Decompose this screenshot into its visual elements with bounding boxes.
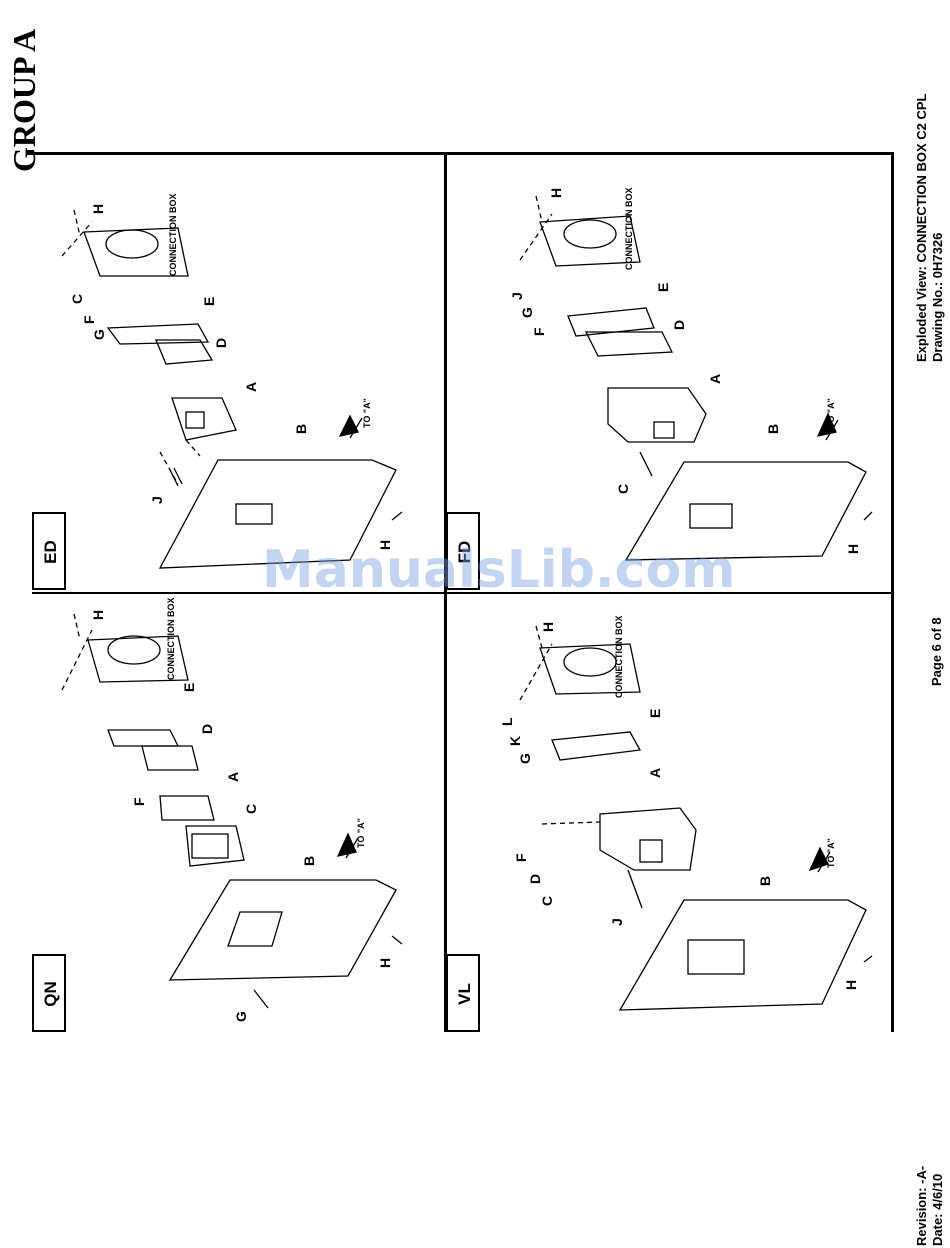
qn-exploded-view	[61, 613, 403, 1009]
watermark: ManualsLib.com	[262, 540, 736, 600]
qn-breaker-a	[159, 795, 215, 821]
qn-cover-c	[185, 825, 245, 867]
variant-tag-fd: FD	[446, 512, 480, 590]
fd-label-e: E	[655, 283, 671, 292]
fd-label-g: G	[519, 307, 535, 318]
variant-tag-ed: ED	[32, 512, 66, 590]
vl-label-b: B	[757, 876, 773, 886]
variant-tag-vl: VL	[446, 954, 480, 1032]
ed-label-h2: H	[377, 540, 393, 550]
ed-label-c: C	[69, 294, 85, 304]
vl-to-a-label: TO "A"	[826, 838, 836, 868]
fd-connection-box	[539, 215, 641, 267]
qn-label-c: C	[243, 804, 259, 814]
vl-cutout	[687, 939, 745, 975]
fd-bracket-e	[567, 307, 655, 337]
qn-connection-box	[87, 635, 189, 683]
fd-label-h1: H	[548, 188, 564, 198]
qn-labels: H E D F A C B H G CONNECTION BOX TO "A"	[90, 597, 393, 1022]
vl-label-h1: H	[540, 622, 556, 632]
ed-cutout	[235, 503, 273, 525]
fd-breaker	[607, 387, 707, 443]
qn-label-e: E	[181, 683, 197, 692]
fd-label-a: A	[707, 374, 723, 384]
ed-label-f: F	[81, 315, 97, 324]
horizontal-divider	[32, 592, 894, 594]
ed-label-d: D	[213, 338, 229, 348]
qn-label-h1: H	[90, 610, 106, 620]
ed-exploded-view	[61, 209, 403, 569]
vl-label-e: E	[647, 709, 663, 718]
fd-label-c: C	[615, 484, 631, 494]
qn-block-d	[141, 745, 199, 771]
qn-label-g: G	[233, 1011, 249, 1022]
vl-label-g: G	[517, 753, 533, 764]
ed-label-j: J	[149, 496, 165, 504]
fd-label-j: J	[509, 292, 525, 300]
ed-label-b: B	[293, 424, 309, 434]
vl-breaker	[599, 807, 697, 871]
fd-exploded-view	[519, 195, 873, 561]
vl-label-l: L	[499, 717, 515, 726]
fd-label-b: B	[765, 424, 781, 434]
ed-plate-d	[155, 339, 214, 365]
vl-bracket-e	[551, 731, 642, 761]
fd-label-d: D	[671, 320, 687, 330]
vl-exploded-view	[519, 625, 873, 1011]
ed-breaker	[171, 397, 237, 441]
ed-label-g: G	[91, 329, 107, 340]
qn-bracket-e	[107, 729, 180, 747]
vl-label-a: A	[647, 768, 663, 778]
ed-labels: H C F G E D A B J H CONNECTION BOX TO "A…	[69, 193, 393, 550]
vl-label-c: C	[539, 896, 555, 906]
vl-labels: H L K G E A F D C J B H CONNECTION BOX T…	[499, 615, 859, 990]
fd-label-h2: H	[845, 544, 861, 554]
ed-connection-box-label: CONNECTION BOX	[168, 193, 178, 276]
fd-labels: H J G F E D A B C H CONNECTION BOX TO "A…	[509, 187, 861, 554]
qn-label-h2: H	[377, 958, 393, 968]
vl-label-k: K	[507, 736, 523, 746]
vl-label-f: F	[513, 853, 529, 862]
ed-to-a-label: TO "A"	[362, 398, 372, 428]
ed-label-h1: H	[90, 204, 106, 214]
vl-connection-box	[539, 643, 641, 695]
qn-label-a: A	[225, 772, 241, 782]
ed-label-a: A	[243, 382, 259, 392]
qn-label-f: F	[131, 797, 147, 806]
fd-connection-box-label: CONNECTION BOX	[624, 187, 634, 270]
vl-label-j: J	[609, 918, 625, 926]
ed-bracket-e	[106, 323, 210, 345]
fd-plate-d	[584, 331, 674, 357]
vl-label-d: D	[527, 874, 543, 884]
qn-label-b: B	[301, 856, 317, 866]
fd-back-plate	[624, 461, 867, 561]
ed-label-e: E	[201, 297, 217, 306]
qn-back-plate	[168, 879, 397, 981]
ed-back-plate	[158, 459, 397, 569]
fd-cutout	[689, 503, 733, 529]
vl-back-plate	[618, 899, 867, 1011]
variant-tag-qn: QN	[32, 954, 66, 1032]
vl-connection-box-label: CONNECTION BOX	[614, 615, 624, 698]
vl-label-h2: H	[843, 980, 859, 990]
qn-label-d: D	[199, 724, 215, 734]
fd-label-f: F	[531, 327, 547, 336]
fd-to-a-label: TO "A"	[826, 398, 836, 428]
qn-cutout	[227, 911, 283, 947]
qn-connection-box-label: CONNECTION BOX	[166, 597, 176, 680]
ed-connection-box	[83, 227, 189, 277]
qn-to-a-label: TO "A"	[356, 818, 366, 848]
